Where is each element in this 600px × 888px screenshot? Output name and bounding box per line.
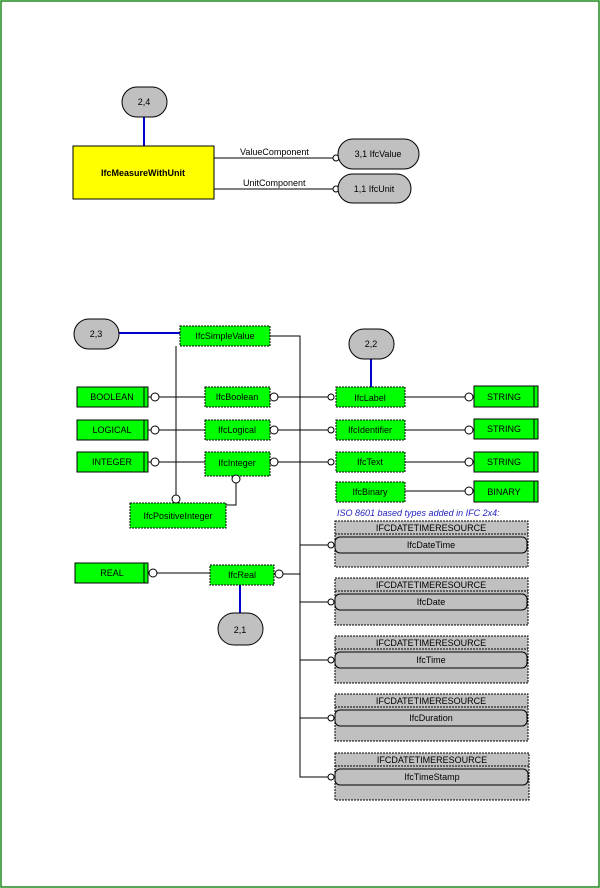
select-name-ifctime: IfcTime bbox=[416, 655, 445, 665]
base-type-string-identifier[interactable] bbox=[473, 418, 539, 440]
page-ref-label[interactable] bbox=[348, 328, 395, 360]
base-type-logical-label: LOGICAL bbox=[92, 425, 131, 435]
connector-lines-top bbox=[214, 157, 338, 190]
select-schema-ifcduration: IFCDATETIMERESOURCE bbox=[376, 696, 486, 706]
type-label-ifcboolean: IfcBoolean bbox=[216, 392, 259, 402]
type-label-ifcinteger: IfcInteger bbox=[218, 458, 256, 468]
select-box-ifctime[interactable] bbox=[334, 635, 529, 684]
type-label-ifcidentifier: IfcIdentifier bbox=[348, 425, 392, 435]
select-schema-ifcdate: IFCDATETIMERESOURCE bbox=[376, 580, 486, 590]
type-label-ifcpositiveinteger: IfcPositiveInteger bbox=[143, 511, 212, 521]
type-label-ifcbinary: IfcBinary bbox=[352, 487, 388, 497]
type-label-ifctext: IfcText bbox=[357, 457, 384, 467]
page-ref-value-component-label: 3,1 IfcValue bbox=[355, 149, 402, 159]
type-box-ifcinteger[interactable] bbox=[204, 451, 271, 477]
type-box-ifcpositiveinteger[interactable] bbox=[129, 502, 227, 529]
entity-box-ifcmeasurewithunit[interactable] bbox=[72, 145, 215, 200]
select-name-ifcdatetime: IfcDateTime bbox=[407, 540, 455, 550]
type-box-ifclabel[interactable] bbox=[335, 386, 406, 408]
base-type-real[interactable] bbox=[74, 562, 149, 584]
page-ref-measure[interactable] bbox=[121, 86, 168, 118]
type-box-ifctext[interactable] bbox=[335, 451, 406, 473]
type-box-ifcbinary[interactable] bbox=[335, 481, 406, 503]
select-box-ifctimestamp[interactable] bbox=[334, 752, 530, 801]
select-schema-ifctimestamp: IFCDATETIMERESOURCE bbox=[377, 755, 487, 765]
base-type-string-label[interactable] bbox=[473, 385, 539, 408]
string-type-identifier-text: STRING bbox=[487, 424, 521, 434]
type-box-ifcidentifier[interactable] bbox=[335, 419, 406, 441]
page-ref-simple-value[interactable] bbox=[73, 318, 120, 350]
page-ref-simple-value-label: 2,3 bbox=[90, 329, 103, 339]
base-type-string-text[interactable] bbox=[473, 451, 539, 473]
select-box-ifcdatetime[interactable] bbox=[334, 520, 529, 568]
attribute-value-component: ValueComponent bbox=[240, 147, 309, 157]
type-label-ifclabel: IfcLabel bbox=[354, 393, 386, 403]
select-box-ifcduration[interactable] bbox=[334, 693, 529, 742]
select-schema-ifctime: IFCDATETIMERESOURCE bbox=[376, 638, 486, 648]
type-label-ifcreal: IfcReal bbox=[228, 570, 256, 580]
attribute-unit-component: UnitComponent bbox=[243, 178, 306, 188]
page-ref-real[interactable] bbox=[217, 612, 264, 646]
string-type-label-text: STRING bbox=[487, 392, 521, 402]
base-type-integer-label: INTEGER bbox=[92, 457, 133, 467]
type-label-ifcsimplevalue: IfcSimpleValue bbox=[195, 331, 254, 341]
select-name-ifctimestamp: IfcTimeStamp bbox=[404, 772, 459, 782]
base-type-boolean-label: BOOLEAN bbox=[90, 392, 134, 402]
page-ref-measure-label: 2,4 bbox=[138, 97, 151, 107]
type-box-ifcreal[interactable] bbox=[209, 564, 275, 586]
page-ref-value-component[interactable] bbox=[337, 138, 420, 170]
page-ref-unit-component-label: 1,1 IfcUnit bbox=[354, 184, 395, 194]
page-ref-label-label: 2,2 bbox=[365, 339, 378, 349]
base-type-binary[interactable] bbox=[473, 480, 539, 503]
base-type-integer[interactable] bbox=[76, 451, 149, 473]
string-type-binary-text: BINARY bbox=[487, 487, 520, 497]
select-box-ifcdate[interactable] bbox=[334, 577, 529, 626]
select-schema-ifcdatetime: IFCDATETIMERESOURCE bbox=[376, 523, 486, 533]
relationship-circles bbox=[148, 392, 474, 781]
entity-label-ifcmeasurewithunit: IfcMeasureWithUnit bbox=[101, 168, 185, 178]
select-name-ifcdate: IfcDate bbox=[417, 597, 446, 607]
base-type-boolean[interactable] bbox=[76, 386, 149, 408]
base-type-real-label: REAL bbox=[100, 568, 124, 578]
type-box-ifcsimplevalue[interactable] bbox=[179, 325, 271, 347]
page-ref-unit-component[interactable] bbox=[337, 173, 412, 204]
base-type-logical[interactable] bbox=[76, 419, 149, 441]
iso8601-note: ISO 8601 based types added in IFC 2x4: bbox=[337, 508, 500, 518]
select-name-ifcduration: IfcDuration bbox=[409, 713, 453, 723]
type-label-ifclogical: IfcLogical bbox=[218, 425, 256, 435]
page-ref-real-label: 2,1 bbox=[234, 625, 247, 635]
string-type-text-text: STRING bbox=[487, 457, 521, 467]
